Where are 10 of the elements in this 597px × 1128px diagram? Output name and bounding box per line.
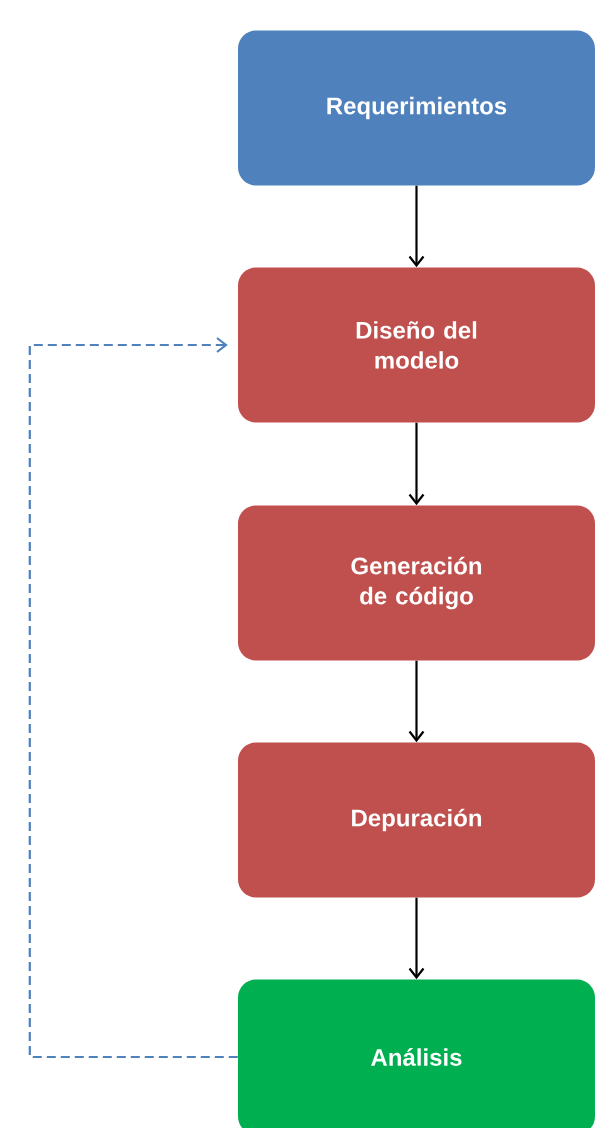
process-box: Generación de código — [238, 505, 595, 661]
arrow — [408, 422, 425, 506]
process-box: Requerimientos — [238, 30, 595, 186]
arrow — [408, 185, 425, 268]
dashed-arrow — [28, 337, 238, 1059]
arrow — [408, 660, 425, 743]
process-box: Depuración — [238, 742, 595, 898]
process-box: Diseño del modelo — [238, 267, 595, 423]
process-box: Análisis — [238, 979, 595, 1128]
arrow — [408, 897, 425, 980]
